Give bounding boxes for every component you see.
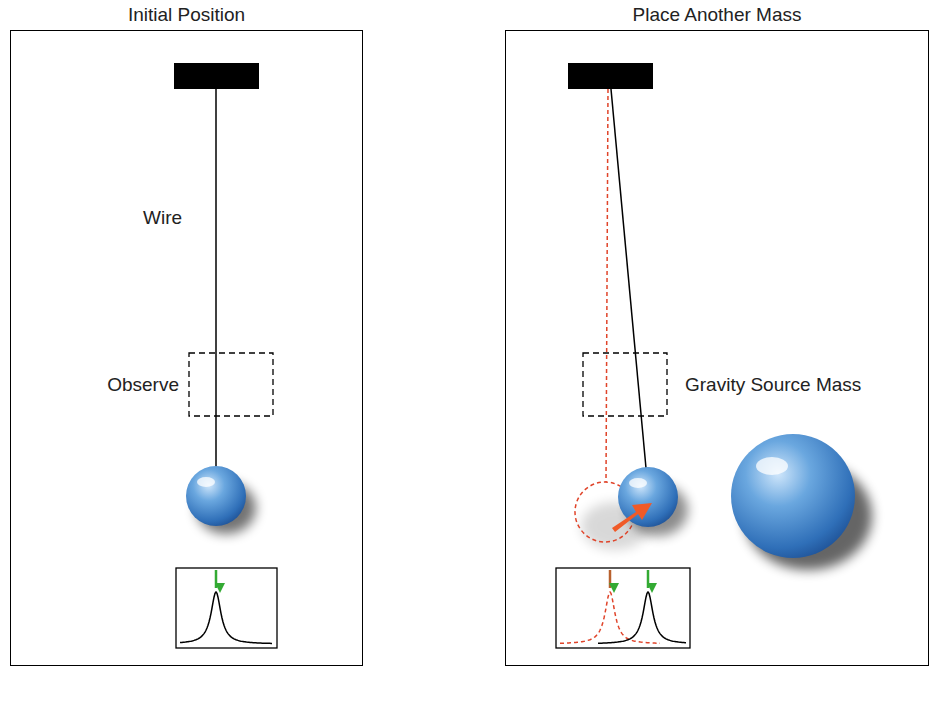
peak-arrow (647, 570, 650, 588)
peak-arrow (215, 570, 218, 588)
wire-label: Wire (143, 207, 182, 229)
signal-curve (598, 592, 686, 643)
signal-curve (180, 592, 272, 643)
panel-frame: Initial Position (10, 30, 363, 666)
signal-curve (180, 592, 272, 643)
signal-plot (556, 568, 690, 648)
ball-highlight (629, 478, 647, 488)
support-bar (568, 63, 653, 89)
wire (215, 89, 217, 468)
initial-wire (606, 89, 608, 482)
displacement-arrow (612, 503, 652, 532)
signal-plot (176, 568, 277, 648)
wire (611, 89, 646, 468)
support-bar (174, 63, 259, 89)
signal-curve (560, 592, 686, 643)
source-label: Gravity Source Mass (685, 374, 861, 396)
observe-region (189, 353, 273, 416)
sphere-highlight (756, 457, 788, 475)
ball-highlight (197, 477, 215, 487)
panel-title: Place Another Mass (506, 4, 928, 26)
observe-region (583, 353, 667, 416)
gravity-source-sphere (731, 434, 855, 558)
initial-peak-arrow (609, 570, 612, 588)
panel-frame: Place Another Mass (505, 30, 929, 666)
pendulum-ball (186, 466, 246, 526)
panel-title: Initial Position (11, 4, 362, 26)
region-label: Observe (107, 374, 179, 396)
